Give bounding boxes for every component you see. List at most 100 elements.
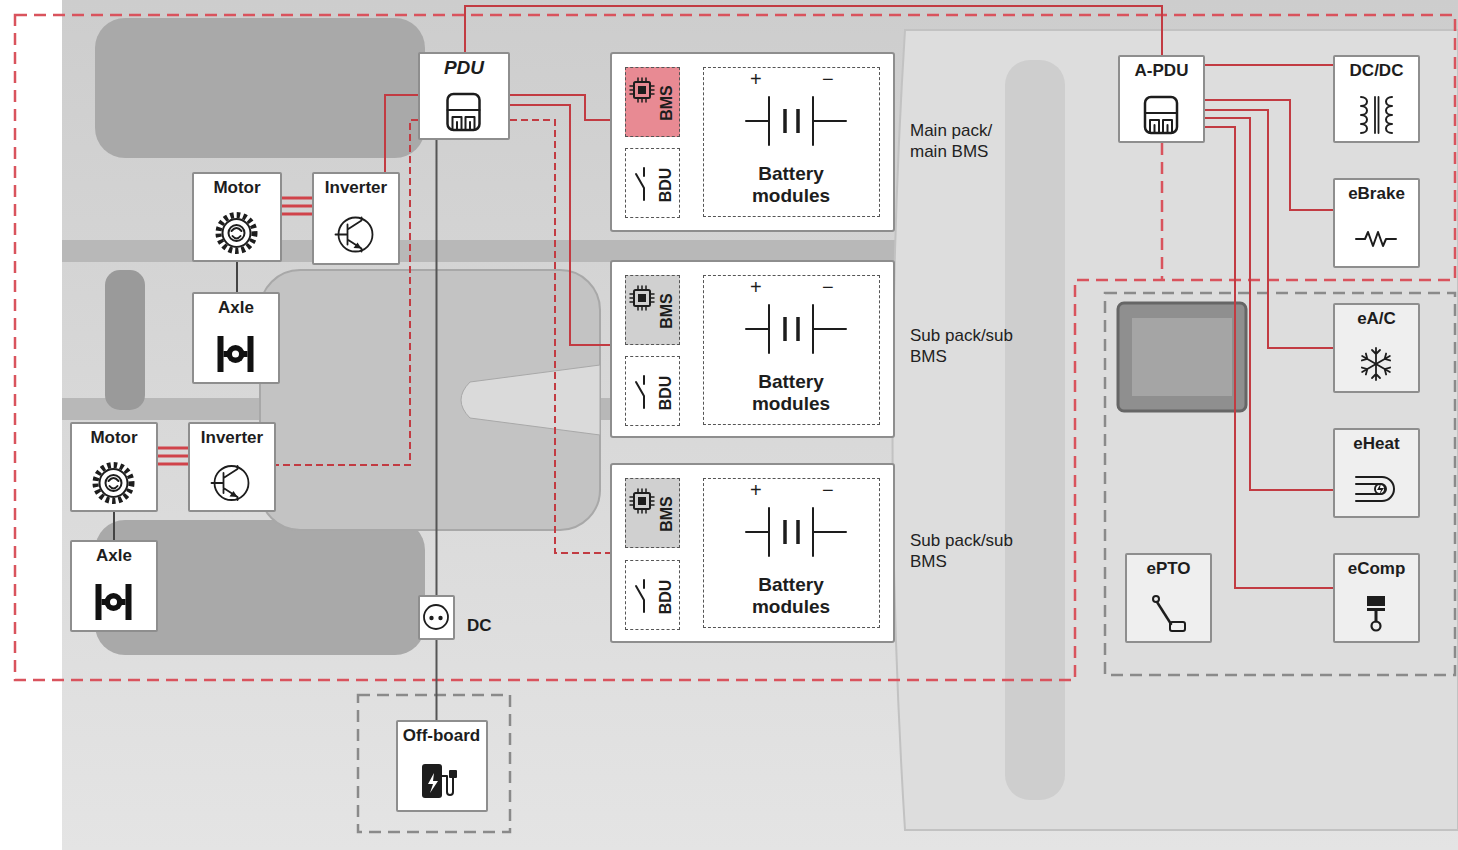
axle-box: Axle xyxy=(70,540,158,632)
axle-box: Axle xyxy=(192,292,280,384)
cable-path xyxy=(236,262,238,292)
cable-path xyxy=(436,640,438,720)
pack-heading: Sub pack/sub BMS xyxy=(910,325,1028,367)
component-title: eHeat xyxy=(1353,433,1399,455)
module-title: Battery modules xyxy=(736,574,846,618)
cable-path xyxy=(282,197,312,200)
bdu-box: BDU xyxy=(625,356,680,426)
auxiliary-group-outline xyxy=(1105,293,1455,675)
motor-box: Motor xyxy=(70,422,158,512)
cable-path xyxy=(1205,118,1333,490)
cable-path xyxy=(1205,127,1333,588)
polarity-sign: − xyxy=(822,276,834,298)
power-cable xyxy=(237,262,238,292)
bms-box: BMS xyxy=(625,478,680,548)
fifth-wheel-jaw xyxy=(461,365,600,435)
eac-box: eA/C xyxy=(1333,303,1420,393)
dc-inlet: DC xyxy=(418,595,455,640)
power-cable xyxy=(1205,118,1333,490)
offboard-group-outline xyxy=(358,695,510,832)
inverter-box: Inverter xyxy=(188,422,276,512)
rear-tire xyxy=(95,18,425,158)
power-cable xyxy=(510,105,610,345)
component-title: PDU xyxy=(444,57,484,79)
cab-hatch xyxy=(1118,303,1246,411)
epto-box: ePTO xyxy=(1125,553,1212,643)
component-title: eBrake xyxy=(1348,183,1405,205)
power-cable xyxy=(158,448,188,464)
ebrake-box: eBrake xyxy=(1333,178,1420,268)
polarity-sign: − xyxy=(822,68,834,90)
cable-path xyxy=(276,120,418,465)
component-title: DC/DC xyxy=(1350,60,1404,82)
cable-path xyxy=(465,6,1162,55)
cable-path xyxy=(385,95,418,172)
cable-path xyxy=(282,205,312,208)
module-title: Battery modules xyxy=(736,163,846,207)
unit-title: BDU xyxy=(657,579,675,614)
ecomp-box: eComp xyxy=(1333,553,1420,643)
fifth-wheel xyxy=(260,270,600,530)
power-cable xyxy=(385,95,418,172)
power-cable xyxy=(465,6,1162,55)
bdu-box: BDU xyxy=(625,560,680,630)
component-title: Motor xyxy=(90,427,137,449)
power-cable xyxy=(510,95,610,120)
cable-path xyxy=(158,455,188,458)
pack-heading: Main pack/ main BMS xyxy=(910,120,1028,162)
pdu-box: PDU xyxy=(418,52,510,140)
cable-path xyxy=(436,140,438,595)
cable-path xyxy=(510,120,610,553)
unit-title: BDU xyxy=(657,167,675,202)
hv-domain-outline xyxy=(1161,143,1164,280)
bms-box: BMS xyxy=(625,275,680,345)
motor-box: Motor xyxy=(192,172,282,262)
hv-domain-outline xyxy=(15,15,1455,680)
power-cable xyxy=(436,640,437,720)
offboard-charger-box: Off-board xyxy=(396,720,488,812)
cable-path xyxy=(1205,110,1333,348)
cab-hatch-glass xyxy=(1132,318,1232,396)
cable-path xyxy=(113,512,115,540)
bdu-box: BDU xyxy=(625,148,680,218)
component-title: eA/C xyxy=(1357,308,1396,330)
polarity-sign: + xyxy=(750,276,762,298)
component-title: A-PDU xyxy=(1135,60,1189,82)
power-cable xyxy=(1205,110,1333,348)
component-title: Inverter xyxy=(325,177,387,199)
power-cable xyxy=(282,198,312,214)
component-title: Axle xyxy=(96,545,132,567)
photo-ground xyxy=(62,0,1458,850)
unit-title: BMS xyxy=(657,85,675,121)
module-title: Battery modules xyxy=(736,371,846,415)
power-cable xyxy=(1205,65,1333,66)
component-title: eComp xyxy=(1348,558,1406,580)
cable-path xyxy=(1205,64,1333,66)
inlet-label: DC xyxy=(467,616,492,636)
dcdc-box: DC/DC xyxy=(1333,55,1420,143)
cab-roof-panel xyxy=(1005,60,1065,800)
cable-path xyxy=(510,105,610,345)
component-title: Off-board xyxy=(403,725,480,747)
polarity-sign: + xyxy=(750,68,762,90)
power-cable xyxy=(1205,127,1333,588)
power-cable xyxy=(510,120,610,553)
polarity-sign: + xyxy=(750,479,762,501)
apdu-box: A-PDU xyxy=(1118,55,1205,143)
unit-title: BMS xyxy=(657,293,675,329)
cable-path xyxy=(510,95,610,120)
battery-modules-box: Battery modules xyxy=(703,67,880,217)
cable-path xyxy=(158,447,188,450)
polarity-sign: − xyxy=(822,479,834,501)
eheat-box: eHeat xyxy=(1333,428,1420,518)
cable-path xyxy=(282,213,312,216)
damper xyxy=(105,270,145,410)
cab xyxy=(893,30,1458,830)
unit-title: BDU xyxy=(657,375,675,410)
bms-box: BMS xyxy=(625,67,680,137)
unit-title: BMS xyxy=(657,496,675,532)
pack-heading: Sub pack/sub BMS xyxy=(910,530,1028,572)
component-title: ePTO xyxy=(1146,558,1190,580)
frame-rail xyxy=(62,240,922,262)
